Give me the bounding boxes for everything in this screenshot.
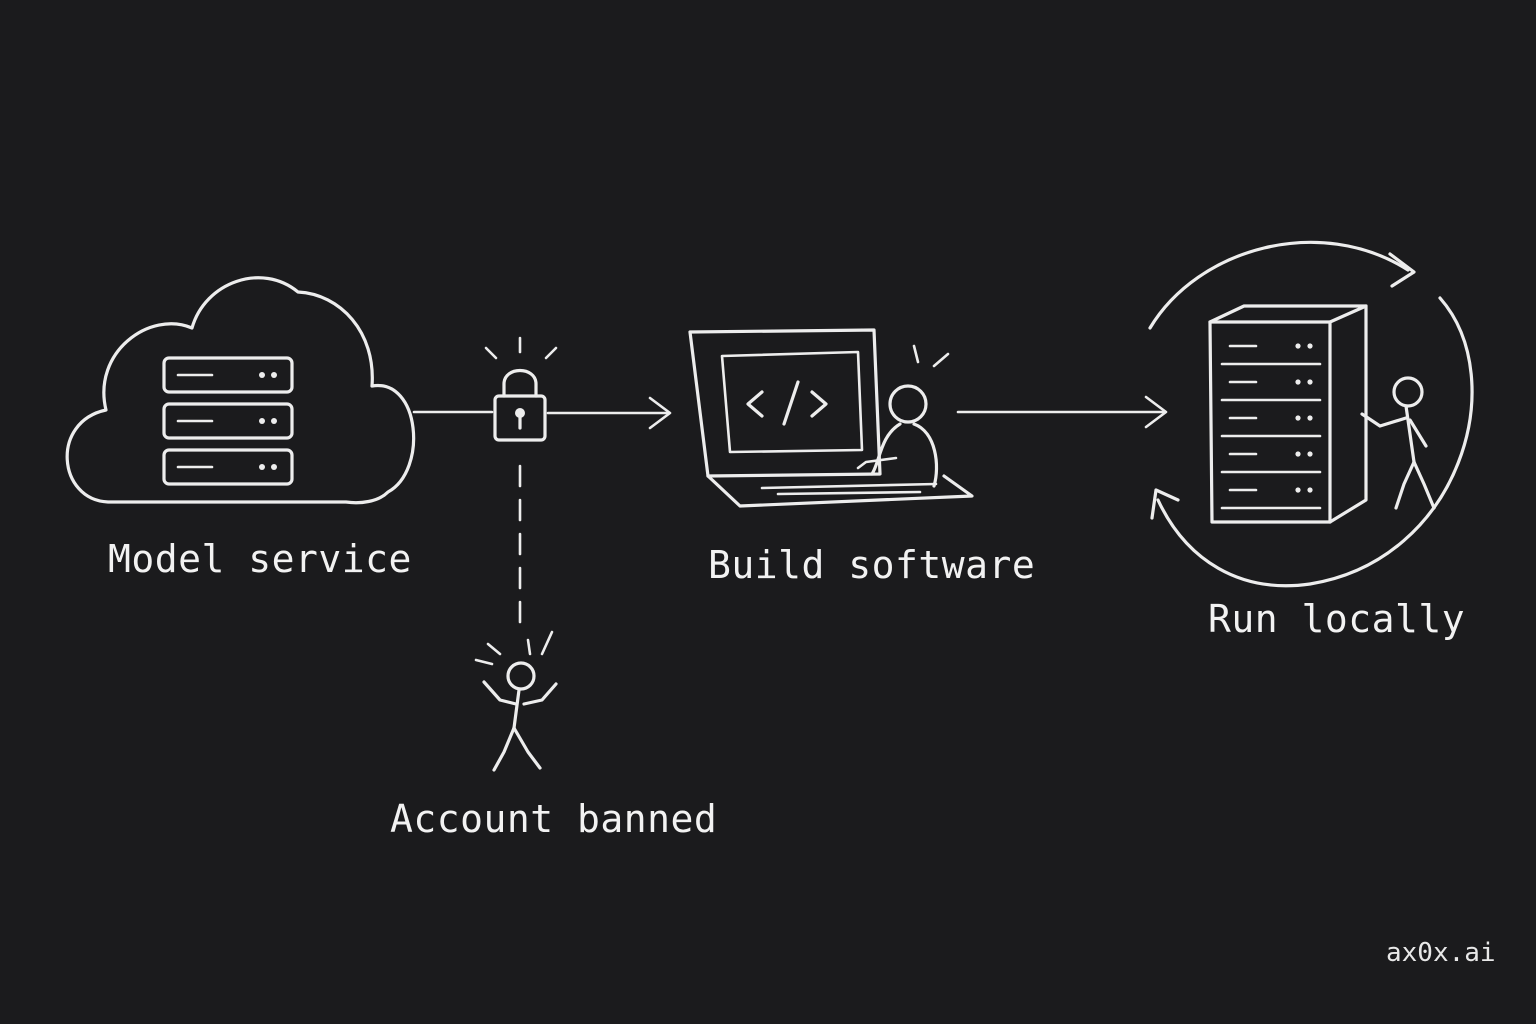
arrow-to-run-locally (956, 395, 1168, 429)
laptop-coder-icon (688, 328, 974, 508)
cloud-server-icon (65, 276, 416, 505)
node-label-model-service: Model service (108, 537, 412, 581)
arrow-to-build-software (546, 396, 672, 430)
local-server-cycle-icon (1148, 240, 1474, 588)
watermark: ax0x.ai (1386, 938, 1496, 968)
node-label-run-locally: Run locally (1208, 597, 1466, 641)
stressed-person-icon (474, 630, 558, 772)
node-label-build-software: Build software (708, 543, 1036, 587)
lock-icon (484, 336, 558, 442)
node-label-account-banned: Account banned (390, 797, 718, 841)
